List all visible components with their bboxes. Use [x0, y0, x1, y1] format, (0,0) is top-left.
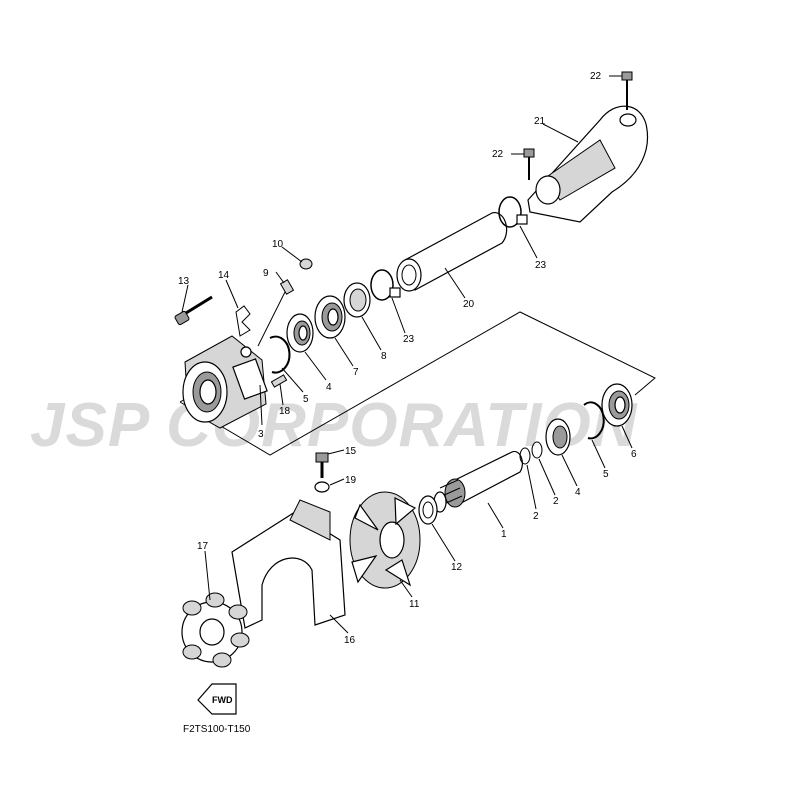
fwd-arrow-icon: FWD [197, 683, 237, 715]
callout-1: 1 [501, 529, 507, 540]
callouts: 13 14 9 10 3 18 5 4 7 8 23 20 23 21 22 2… [178, 71, 637, 646]
callout-4-upper: 4 [326, 382, 332, 393]
hose-part-20[interactable] [396, 211, 508, 292]
callout-10: 10 [272, 239, 284, 250]
shaft-part-1[interactable] [433, 450, 523, 513]
callout-21: 21 [534, 116, 546, 127]
callout-6: 6 [631, 449, 637, 460]
bearing-part-4-lower[interactable] [545, 418, 571, 456]
cover-part-21[interactable] [527, 105, 649, 223]
callout-13: 13 [178, 276, 190, 287]
bolt-part-15[interactable] [315, 452, 329, 478]
callout-22-top: 22 [590, 71, 602, 82]
o-ring-part-2-a[interactable] [519, 447, 531, 465]
callout-14: 14 [218, 270, 230, 281]
bolt-part-13[interactable] [174, 295, 213, 326]
callout-5-lower: 5 [603, 469, 609, 480]
callout-16: 16 [344, 635, 356, 646]
bolt-part-22-top[interactable] [621, 71, 633, 110]
fwd-label: FWD [212, 695, 233, 705]
housing-part-3[interactable] [182, 335, 268, 429]
pin-part-18[interactable] [270, 374, 288, 388]
callout-2-b: 2 [553, 496, 559, 507]
leader-lines [181, 75, 633, 634]
washer-part-19[interactable] [314, 481, 330, 493]
callout-8: 8 [381, 351, 387, 362]
callout-7: 7 [353, 367, 359, 378]
callout-17: 17 [197, 541, 209, 552]
callout-15: 15 [345, 446, 357, 457]
callout-23-upper: 23 [403, 334, 415, 345]
callout-5-upper: 5 [303, 394, 309, 405]
callout-18: 18 [279, 406, 291, 417]
impeller-part-11[interactable] [349, 491, 421, 589]
clip-part-14[interactable] [235, 305, 251, 337]
callout-19: 19 [345, 475, 357, 486]
callout-3: 3 [258, 429, 264, 440]
callout-20: 20 [463, 299, 475, 310]
hose-clamp-part-23-upper[interactable] [370, 269, 401, 301]
callout-11: 11 [409, 599, 420, 610]
washer-part-12[interactable] [418, 495, 438, 525]
callout-12: 12 [451, 562, 463, 573]
seal-part-8[interactable] [343, 282, 371, 318]
bearing-part-7[interactable] [314, 295, 346, 339]
hose-clamp-part-23-right[interactable] [498, 196, 528, 228]
damper-part-17[interactable] [181, 592, 250, 668]
callout-23-right: 23 [535, 260, 547, 271]
o-ring-part-2-b[interactable] [531, 441, 543, 459]
circlip-part-5-upper[interactable] [269, 335, 291, 374]
callout-4-lower: 4 [575, 487, 581, 498]
grease-nipple-part-9[interactable] [257, 279, 295, 347]
callout-2-a: 2 [533, 511, 539, 522]
assembly-boundary-line [179, 311, 656, 456]
diagram-code: F2TS100-T150 [183, 724, 251, 735]
watermark: JSP CORPORATION [30, 391, 638, 460]
cap-part-10[interactable] [299, 258, 313, 270]
callout-22-mid: 22 [492, 149, 504, 160]
case-part-16[interactable] [231, 499, 346, 629]
circlip-part-5-lower[interactable] [583, 401, 605, 440]
bearing-part-6[interactable] [601, 383, 633, 427]
bearing-part-4-upper[interactable] [286, 313, 314, 353]
bolt-part-22-mid[interactable] [523, 148, 535, 180]
callout-9: 9 [263, 268, 269, 279]
